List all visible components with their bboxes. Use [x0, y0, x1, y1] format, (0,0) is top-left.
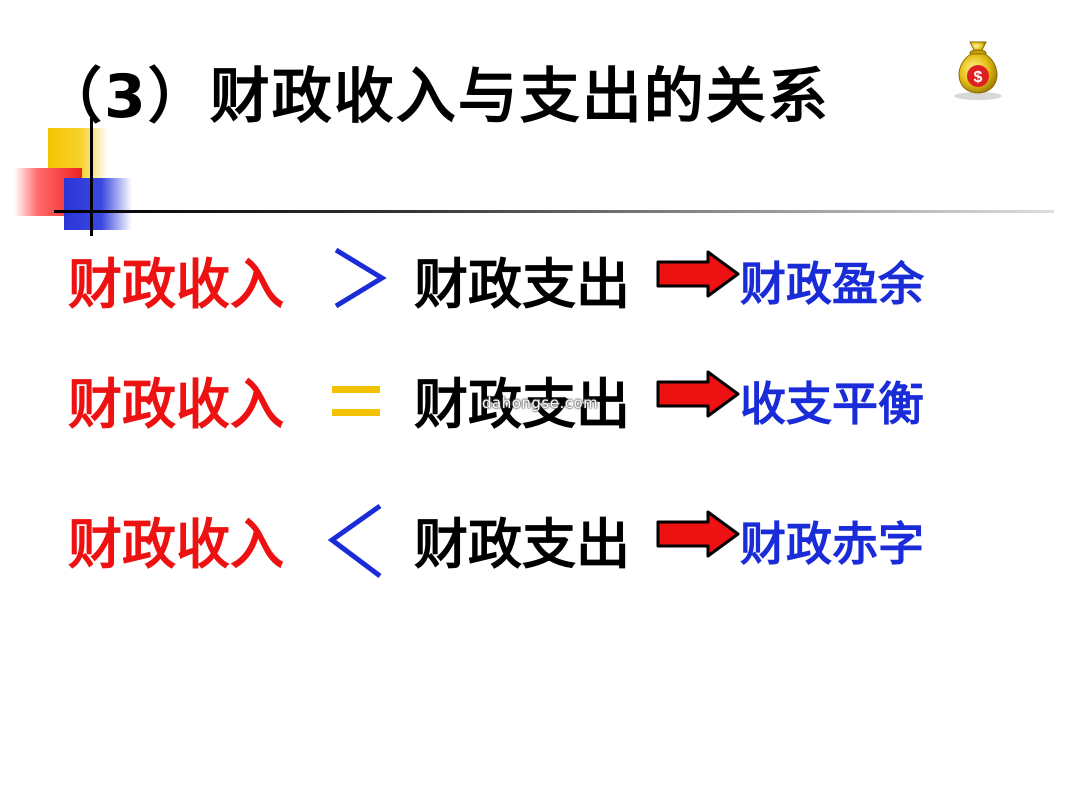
- relation-row-deficit: 财政收入 财政支出 财政赤字: [0, 500, 1080, 580]
- right-arrow-icon: [656, 510, 740, 558]
- vertical-rule: [90, 118, 93, 236]
- expense-label: 财政支出: [414, 373, 630, 436]
- money-bag-icon: $: [954, 41, 1002, 100]
- relation-row-surplus: 财政收入 财政支出 财政盈余: [0, 240, 1080, 320]
- result-label: 财政赤字: [740, 517, 924, 571]
- watermark-text: dahongse.com: [482, 394, 599, 412]
- income-label: 财政收入: [68, 373, 284, 436]
- expense-label: 财政支出: [414, 253, 630, 316]
- slide-title: （3）财政收入与支出的关系: [42, 62, 830, 132]
- income-label: 财政收入: [68, 253, 284, 316]
- right-arrow-icon: [656, 250, 740, 298]
- svg-text:$: $: [974, 69, 983, 86]
- expense-label: 财政支出: [414, 513, 630, 576]
- blue-square: [64, 178, 132, 230]
- income-label: 财政收入: [68, 513, 284, 576]
- result-label: 收支平衡: [740, 377, 924, 431]
- right-arrow-icon: [656, 370, 740, 418]
- relation-row-balance: 财政收入 财政支出 收支平衡: [0, 360, 1080, 440]
- equal-symbol: [332, 386, 380, 416]
- horizontal-rule: [54, 210, 1054, 213]
- less-than-symbol: [327, 503, 382, 578]
- result-label: 财政盈余: [740, 257, 924, 311]
- greater-than-symbol: [334, 247, 387, 309]
